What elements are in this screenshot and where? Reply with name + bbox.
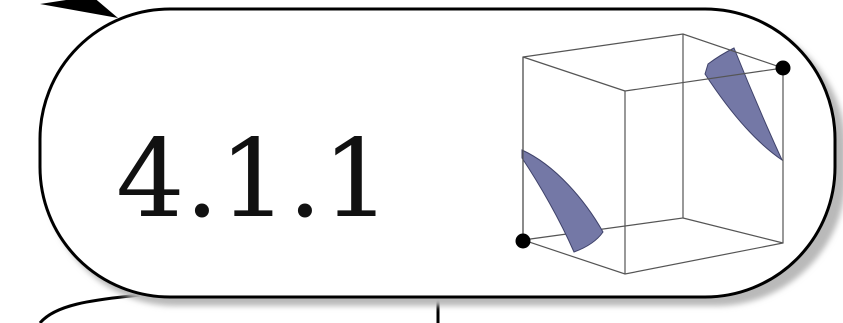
node-label: 4.1.1 xyxy=(116,117,391,242)
arrowhead-icon xyxy=(40,0,118,18)
surface-patch-left xyxy=(521,149,604,253)
cube-edge xyxy=(624,67,784,92)
vertex-dot xyxy=(775,60,791,76)
vertex-dot xyxy=(515,233,531,249)
outgoing-edge-left xyxy=(38,293,141,323)
cube-edge xyxy=(522,56,626,92)
cube-with-curved-surfaces-icon xyxy=(515,33,791,275)
cube-edge xyxy=(682,217,784,244)
